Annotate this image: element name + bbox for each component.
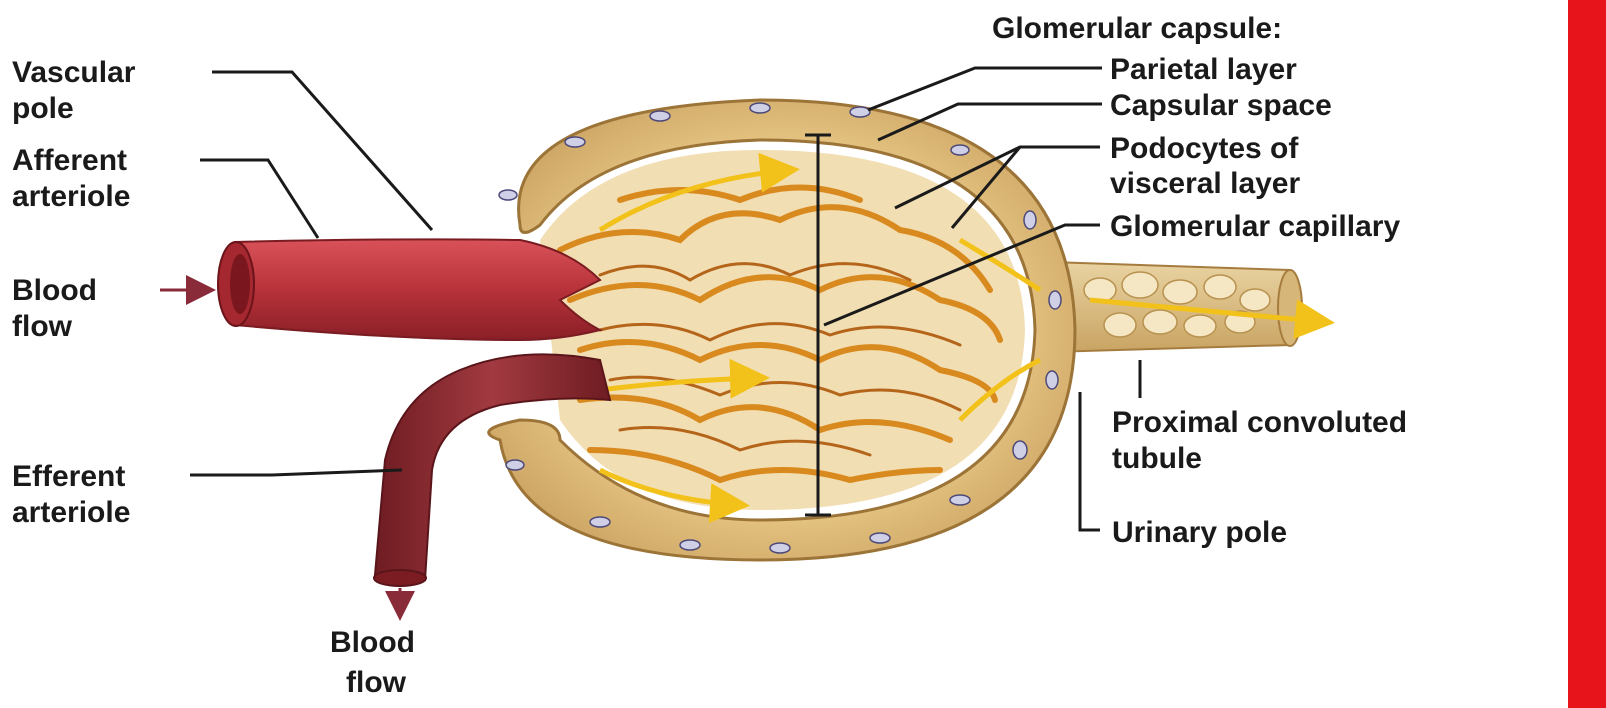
parietal-layer-label: Parietal layer (1110, 53, 1297, 86)
glomerulus (540, 135, 1040, 515)
glomerular-capillary-label: Glomerular capillary (1110, 210, 1400, 243)
blood-flow-in-label-line2: flow (12, 310, 73, 343)
proximal-tubule-label-line1: Proximal convoluted (1112, 406, 1407, 439)
blood-flow-out-label-line2: flow (346, 666, 407, 699)
urinary-pole-label: Urinary pole (1112, 516, 1287, 549)
blood-flow-in-label-line1: Blood (12, 274, 97, 307)
podocytes-label-line1: Podocytes of (1110, 132, 1299, 165)
capsular-space-label: Capsular space (1110, 89, 1332, 122)
blood-flow-out-label-line1: Blood (330, 626, 415, 659)
afferent-arteriole (218, 239, 600, 340)
podocytes-label-line2: visceral layer (1110, 167, 1300, 200)
proximal-tubule (1050, 262, 1325, 352)
afferent-arteriole-label-line1: Afferent (12, 144, 127, 177)
efferent-arteriole-label-line2: arteriole (12, 496, 130, 529)
glomerular-capsule-label: Glomerular capsule: (992, 12, 1282, 45)
efferent-arteriole-label-line1: Efferent (12, 460, 125, 493)
red-border-bar (1568, 0, 1606, 708)
vascular-pole-label-line2: pole (12, 92, 74, 125)
afferent-arteriole-label-line2: arteriole (12, 180, 130, 213)
vascular-pole-label-line1: Vascular (12, 56, 136, 89)
proximal-tubule-label-line2: tubule (1112, 442, 1202, 475)
